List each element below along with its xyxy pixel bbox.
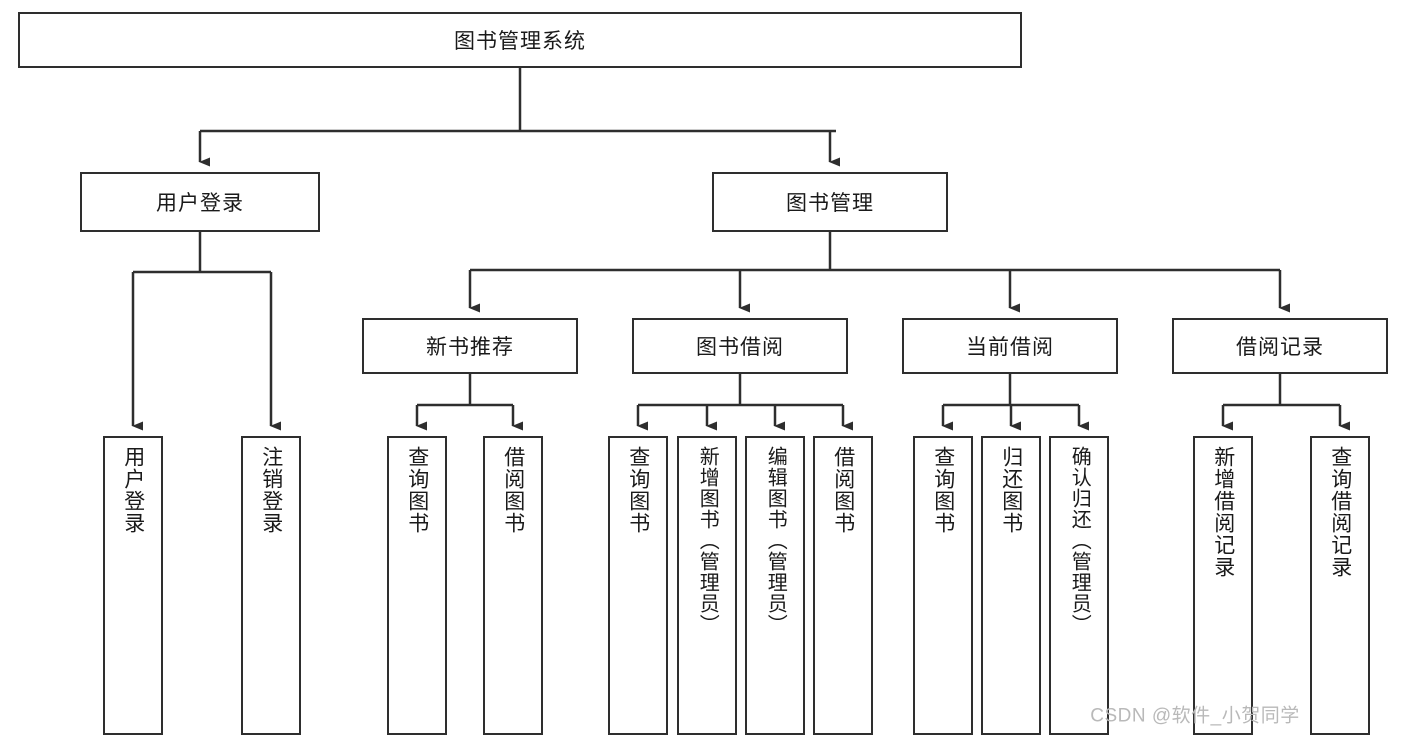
node-borrow-record[interactable]: 借阅记录: [1172, 318, 1388, 374]
node-new-book-recommend-label: 新书推荐: [426, 336, 514, 359]
node-root-label: 图书管理系统: [454, 30, 586, 53]
node-current-borrow-label: 当前借阅: [966, 336, 1054, 359]
leaf-node-label: 借阅图书: [831, 446, 855, 534]
leaf-node-label: 新增图书（管理员）: [696, 446, 719, 635]
leaf-node[interactable]: 借阅图书: [813, 436, 873, 735]
node-book-management-label: 图书管理: [786, 192, 874, 215]
csdn-watermark: CSDN @软件_小贺同学: [1090, 705, 1300, 727]
leaf-node[interactable]: 查询图书: [608, 436, 668, 735]
node-borrow-record-label: 借阅记录: [1236, 336, 1324, 359]
leaf-node[interactable]: 查询图书: [387, 436, 447, 735]
leaf-node[interactable]: 编辑图书（管理员）: [745, 436, 805, 735]
leaf-node[interactable]: 新增借阅记录: [1193, 436, 1253, 735]
leaf-node-label: 用户登录: [121, 446, 145, 534]
node-user-login[interactable]: 用户登录: [80, 172, 320, 232]
leaf-node[interactable]: 归还图书: [981, 436, 1041, 735]
leaf-node[interactable]: 查询图书: [913, 436, 973, 735]
leaf-node[interactable]: 注销登录: [241, 436, 301, 735]
leaf-node[interactable]: 查询借阅记录: [1310, 436, 1370, 735]
node-new-book-recommend[interactable]: 新书推荐: [362, 318, 578, 374]
leaf-node-label: 确认归还（管理员）: [1068, 446, 1091, 635]
node-user-login-label: 用户登录: [156, 192, 244, 215]
leaf-node[interactable]: 确认归还（管理员）: [1049, 436, 1109, 735]
leaf-node-label: 查询图书: [626, 446, 650, 534]
leaf-node[interactable]: 新增图书（管理员）: [677, 436, 737, 735]
leaf-node-label: 查询图书: [931, 446, 955, 534]
node-root[interactable]: 图书管理系统: [18, 12, 1022, 68]
leaf-node[interactable]: 用户登录: [103, 436, 163, 735]
leaf-node-label: 新增借阅记录: [1211, 446, 1235, 578]
leaf-node-label: 查询图书: [405, 446, 429, 534]
leaf-node[interactable]: 借阅图书: [483, 436, 543, 735]
leaf-node-label: 编辑图书（管理员）: [764, 446, 787, 635]
node-book-borrow-label: 图书借阅: [696, 336, 784, 359]
leaf-node-label: 查询借阅记录: [1328, 446, 1352, 578]
leaf-node-label: 注销登录: [259, 446, 283, 534]
node-book-borrow[interactable]: 图书借阅: [632, 318, 848, 374]
node-book-management[interactable]: 图书管理: [712, 172, 948, 232]
leaf-node-label: 归还图书: [999, 446, 1023, 534]
node-current-borrow[interactable]: 当前借阅: [902, 318, 1118, 374]
leaf-node-label: 借阅图书: [501, 446, 525, 534]
